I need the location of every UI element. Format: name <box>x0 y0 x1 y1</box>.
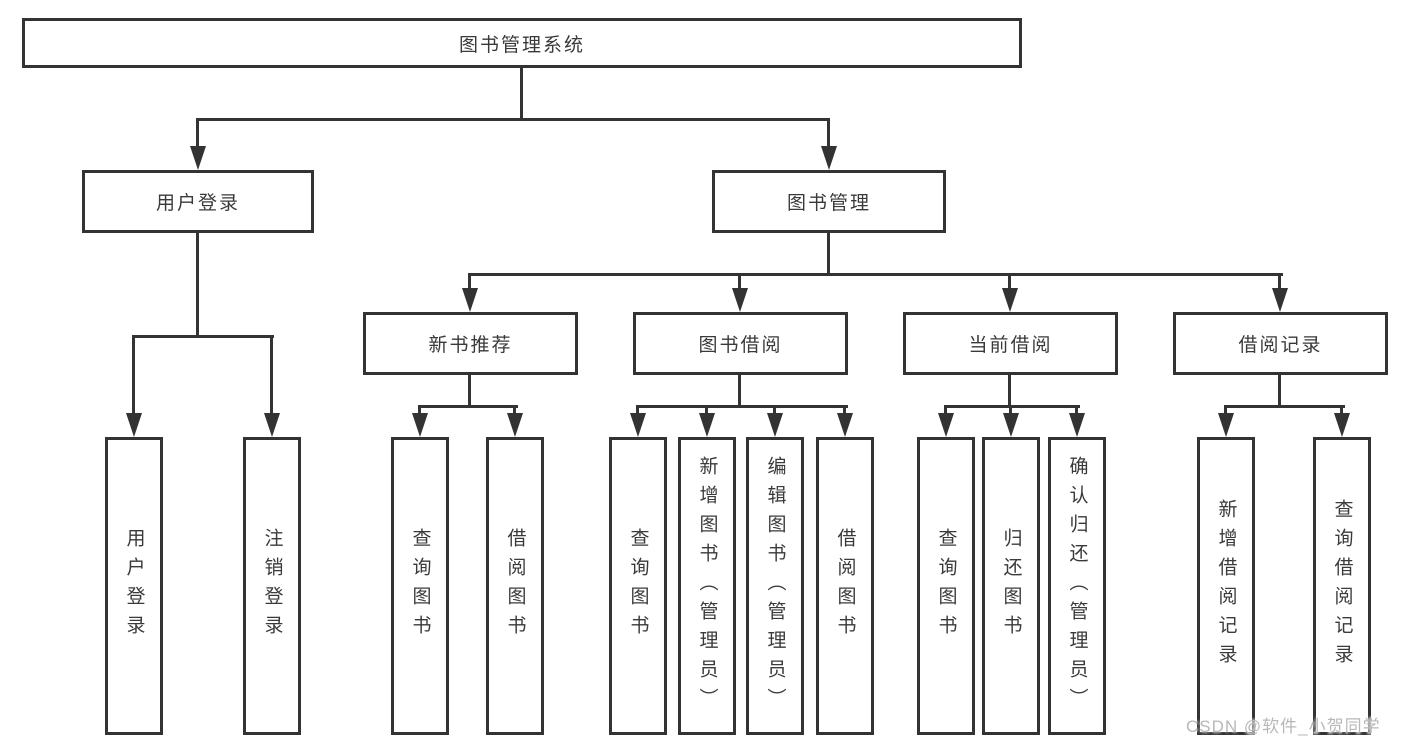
leaf-cb-return-books: 归还图书 <box>982 437 1040 735</box>
arrowhead-down-icon <box>1272 288 1288 312</box>
connector-drop-leaf-user-login <box>132 335 135 417</box>
connector-drop-nbr-query <box>418 405 421 419</box>
leaf-bb-add-books-admin: 新增图书（管理员） <box>678 437 736 735</box>
leaf-label: 查询借阅记录 <box>1331 499 1353 673</box>
leaf-label: 查询图书 <box>627 528 649 644</box>
connector-nbr-stem <box>468 375 471 408</box>
connector-drop-nbr-borrow <box>513 405 516 419</box>
connector-nbr-rail <box>418 405 518 408</box>
node-book-borrowing: 图书借阅 <box>633 312 848 375</box>
arrowhead-down-icon <box>837 413 853 437</box>
connector-drop-bb-borrow <box>843 405 846 419</box>
leaf-cb-query-books: 查询图书 <box>917 437 975 735</box>
leaf-br-query-record: 查询借阅记录 <box>1313 437 1371 735</box>
connector-drop-current-borrow <box>1008 273 1011 294</box>
leaf-label: 编辑图书（管理员） <box>764 455 786 717</box>
arrowhead-down-icon <box>732 288 748 312</box>
node-library-management-system: 图书管理系统 <box>22 18 1022 68</box>
arrowhead-down-icon <box>126 413 142 437</box>
arrowhead-down-icon <box>1069 413 1085 437</box>
connector-drop-bb-edit <box>773 405 776 419</box>
connector-br-rail <box>1224 405 1345 408</box>
leaf-label: 用户登录 <box>123 528 145 644</box>
connector-cb-rail <box>944 405 1080 408</box>
node-new-book-recommendation: 新书推荐 <box>363 312 578 375</box>
arrowhead-down-icon <box>462 288 478 312</box>
leaf-label: 新增图书（管理员） <box>696 455 718 717</box>
node-label: 图书管理 <box>786 193 871 214</box>
arrowhead-down-icon <box>1002 288 1018 312</box>
connector-drop-br-query <box>1340 405 1343 419</box>
connector-br-stem <box>1278 375 1281 408</box>
connector-drop-new-book-rec <box>468 273 471 294</box>
node-label: 图书借阅 <box>698 335 783 356</box>
connector-user-login-rail <box>132 335 274 338</box>
connector-bb-stem <box>738 375 741 408</box>
leaf-logout: 注销登录 <box>243 437 301 735</box>
node-label: 用户登录 <box>155 193 240 214</box>
arrowhead-down-icon <box>190 146 206 170</box>
connector-root-rail <box>196 118 830 121</box>
connector-root-stem <box>520 68 523 121</box>
leaf-bb-edit-books-admin: 编辑图书（管理员） <box>746 437 804 735</box>
node-current-borrowing: 当前借阅 <box>903 312 1118 375</box>
arrowhead-down-icon <box>630 413 646 437</box>
leaf-label: 借阅图书 <box>834 528 856 644</box>
connector-drop-book-management <box>827 118 830 152</box>
node-borrowing-records: 借阅记录 <box>1173 312 1388 375</box>
leaf-label: 查询图书 <box>935 528 957 644</box>
node-book-management: 图书管理 <box>712 170 946 233</box>
connector-book-mgmt-rail <box>468 273 1283 276</box>
leaf-cb-confirm-return-admin: 确认归还（管理员） <box>1048 437 1106 735</box>
leaf-label: 查询图书 <box>409 528 431 644</box>
arrowhead-down-icon <box>821 146 837 170</box>
leaf-bb-borrow-books: 借阅图书 <box>816 437 874 735</box>
connector-drop-cb-return <box>1009 405 1012 419</box>
node-label: 新书推荐 <box>428 335 513 356</box>
connector-drop-book-borrow <box>738 273 741 294</box>
node-user-login: 用户登录 <box>82 170 314 233</box>
connector-drop-bb-add <box>705 405 708 419</box>
arrowhead-down-icon <box>767 413 783 437</box>
arrowhead-down-icon <box>938 413 954 437</box>
arrowhead-down-icon <box>1003 413 1019 437</box>
node-label: 图书管理系统 <box>458 34 585 56</box>
leaf-br-add-record: 新增借阅记录 <box>1197 437 1255 735</box>
leaf-label: 注销登录 <box>261 528 283 644</box>
connector-book-mgmt-stem <box>827 233 830 276</box>
connector-drop-leaf-logout <box>270 335 273 417</box>
connector-cb-stem <box>1008 375 1011 408</box>
watermark: CSDN @软件_小贺同学 <box>1186 717 1381 736</box>
leaf-label: 新增借阅记录 <box>1215 499 1237 673</box>
leaf-label: 确认归还（管理员） <box>1066 455 1088 717</box>
leaf-label: 归还图书 <box>1000 528 1022 644</box>
arrowhead-down-icon <box>507 413 523 437</box>
arrowhead-down-icon <box>264 413 280 437</box>
node-label: 当前借阅 <box>968 335 1053 356</box>
connector-drop-bb-query <box>636 405 639 419</box>
arrowhead-down-icon <box>699 413 715 437</box>
leaf-bb-query-books: 查询图书 <box>609 437 667 735</box>
connector-bb-rail <box>636 405 848 408</box>
connector-drop-cb-query <box>944 405 947 419</box>
connector-drop-br-add <box>1224 405 1227 419</box>
node-label: 借阅记录 <box>1238 335 1323 356</box>
connector-drop-cb-confirm <box>1075 405 1078 419</box>
leaf-user-login: 用户登录 <box>105 437 163 735</box>
leaf-nbr-query-books: 查询图书 <box>391 437 449 735</box>
arrowhead-down-icon <box>1334 413 1350 437</box>
arrowhead-down-icon <box>412 413 428 437</box>
arrowhead-down-icon <box>1218 413 1234 437</box>
leaf-nbr-borrow-books: 借阅图书 <box>486 437 544 735</box>
connector-drop-borrow-records <box>1278 273 1281 294</box>
connector-user-login-stem <box>196 233 199 338</box>
connector-drop-user-login <box>196 118 199 152</box>
leaf-label: 借阅图书 <box>504 528 526 644</box>
